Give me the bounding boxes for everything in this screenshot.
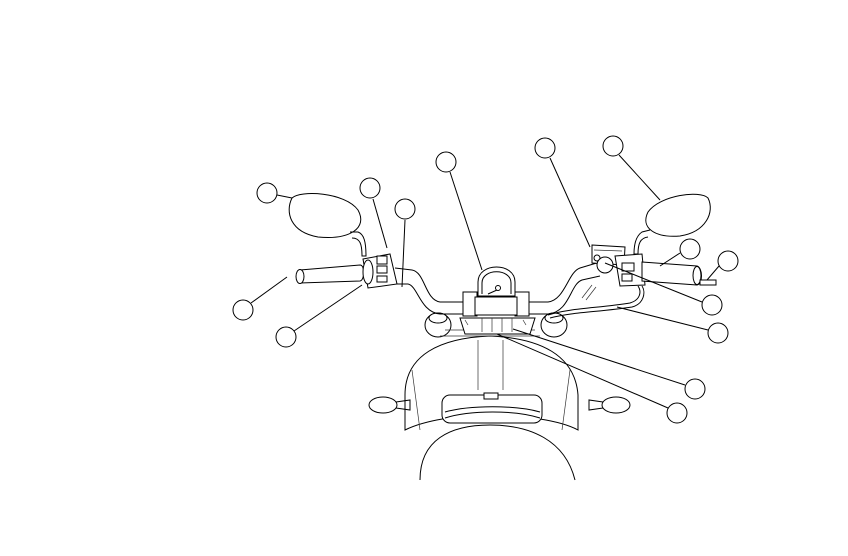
fuel-tank [404,335,579,481]
callout-4 [435,151,457,173]
turn-signal-left [368,396,411,414]
callout-5 [534,137,556,159]
leader-lines [250,154,720,409]
brake-line [547,284,645,319]
fork-caps [424,312,568,338]
callout-3 [394,198,416,220]
callout-12 [666,402,688,424]
riser-clamp [459,291,536,335]
callout-14 [275,326,297,348]
left-mirror [288,193,367,257]
left-switch-housing [362,253,398,289]
callout-11 [684,378,706,400]
turn-signal-right [588,396,631,414]
callout-8 [717,250,739,272]
callouts [232,135,739,424]
speedometer [477,266,516,297]
callout-9 [701,294,723,316]
callout-2 [359,177,381,199]
right-switch-housing [596,253,646,287]
right-grip [641,261,717,286]
left-grip [295,264,365,284]
callout-1 [256,182,278,204]
callout-10 [707,322,729,344]
callout-6 [602,135,624,157]
callout-7 [679,238,701,260]
right-mirror [633,193,711,255]
callout-13 [232,299,254,321]
